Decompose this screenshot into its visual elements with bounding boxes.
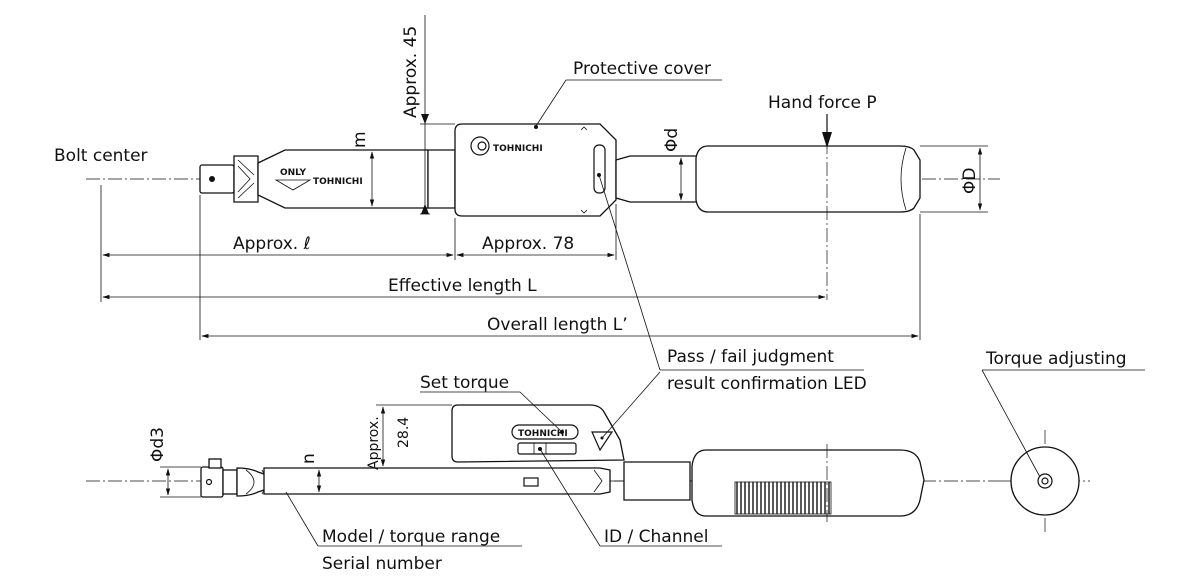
approx78-label: Approx. 78: [482, 234, 574, 254]
only-marking: ONLY TOHNICHI: [274, 168, 363, 191]
approx-28-4-approx: Approx.: [366, 416, 382, 470]
drive-ball: [209, 176, 215, 182]
n-label: n: [299, 453, 319, 464]
head-brand-text: TOHNICHI: [313, 177, 363, 187]
led-label-line2: result confirmation LED: [667, 374, 867, 394]
end-view: Torque adjusting: [981, 349, 1145, 532]
overall-length-label: Overall length L’: [487, 315, 628, 335]
square-drive: [199, 164, 235, 194]
m-label: m: [350, 131, 370, 148]
torque-adjust-socket: [1037, 473, 1053, 489]
phi-d-label: Φd: [662, 128, 682, 152]
grip-knurling: [734, 481, 832, 515]
body-joint: [427, 149, 456, 209]
grip-end-curve: [900, 147, 907, 211]
approx45-label: Approx. 45: [401, 26, 421, 118]
id-channel-label: ID / Channel: [604, 527, 708, 547]
end-cap: [1010, 446, 1080, 516]
ratchet-detail: [237, 159, 255, 199]
ratchet-head: [233, 155, 259, 203]
led-label-line1: Pass / fail judgment: [667, 347, 834, 367]
phi-D-label: ΦD: [960, 168, 980, 194]
only-text: ONLY: [280, 168, 307, 178]
protective-cover-body: [454, 123, 617, 217]
side-collar: [222, 469, 238, 495]
side-view: TOHNICHI Φd3 n Approx. 28.4 Set torque: [86, 371, 1000, 574]
side-shaft: [263, 467, 611, 495]
torque-adjusting-label: Torque adjusting: [985, 349, 1127, 369]
serial-number-label: Serial number: [322, 554, 442, 574]
model-range-label: Model / torque range: [322, 527, 500, 547]
side-cover: [451, 404, 625, 463]
side-drive-pin: [208, 458, 222, 469]
side-slot: [523, 477, 539, 487]
side-led: [591, 431, 614, 452]
bolt-center-label: Bolt center: [54, 146, 148, 166]
top-view: ONLY TOHNICHI m TOHNICHI Approx. 45: [54, 15, 1000, 394]
approx-28-4-value: 28.4: [396, 417, 412, 448]
led-window: [593, 144, 606, 194]
cover-brand-text: TOHNICHI: [493, 144, 543, 154]
led-leader-top: [598, 174, 661, 371]
side-neck: [623, 461, 691, 501]
hand-force-label: Hand force P: [768, 93, 877, 113]
grip-neck: [615, 155, 701, 203]
tohnichi-logo-icon: [470, 136, 490, 156]
set-torque-display: [511, 424, 579, 440]
protective-cover-label: Protective cover: [573, 59, 711, 79]
phi-d3-label: Φd3: [148, 427, 168, 462]
effective-length-label: Effective length L: [388, 276, 537, 296]
side-brand-text: TOHNICHI: [518, 429, 568, 439]
id-channel-panel: [517, 442, 577, 455]
grip-handle: [695, 145, 921, 213]
approx-l-label: Approx. ℓ: [233, 234, 311, 254]
set-torque-label: Set torque: [420, 373, 509, 393]
